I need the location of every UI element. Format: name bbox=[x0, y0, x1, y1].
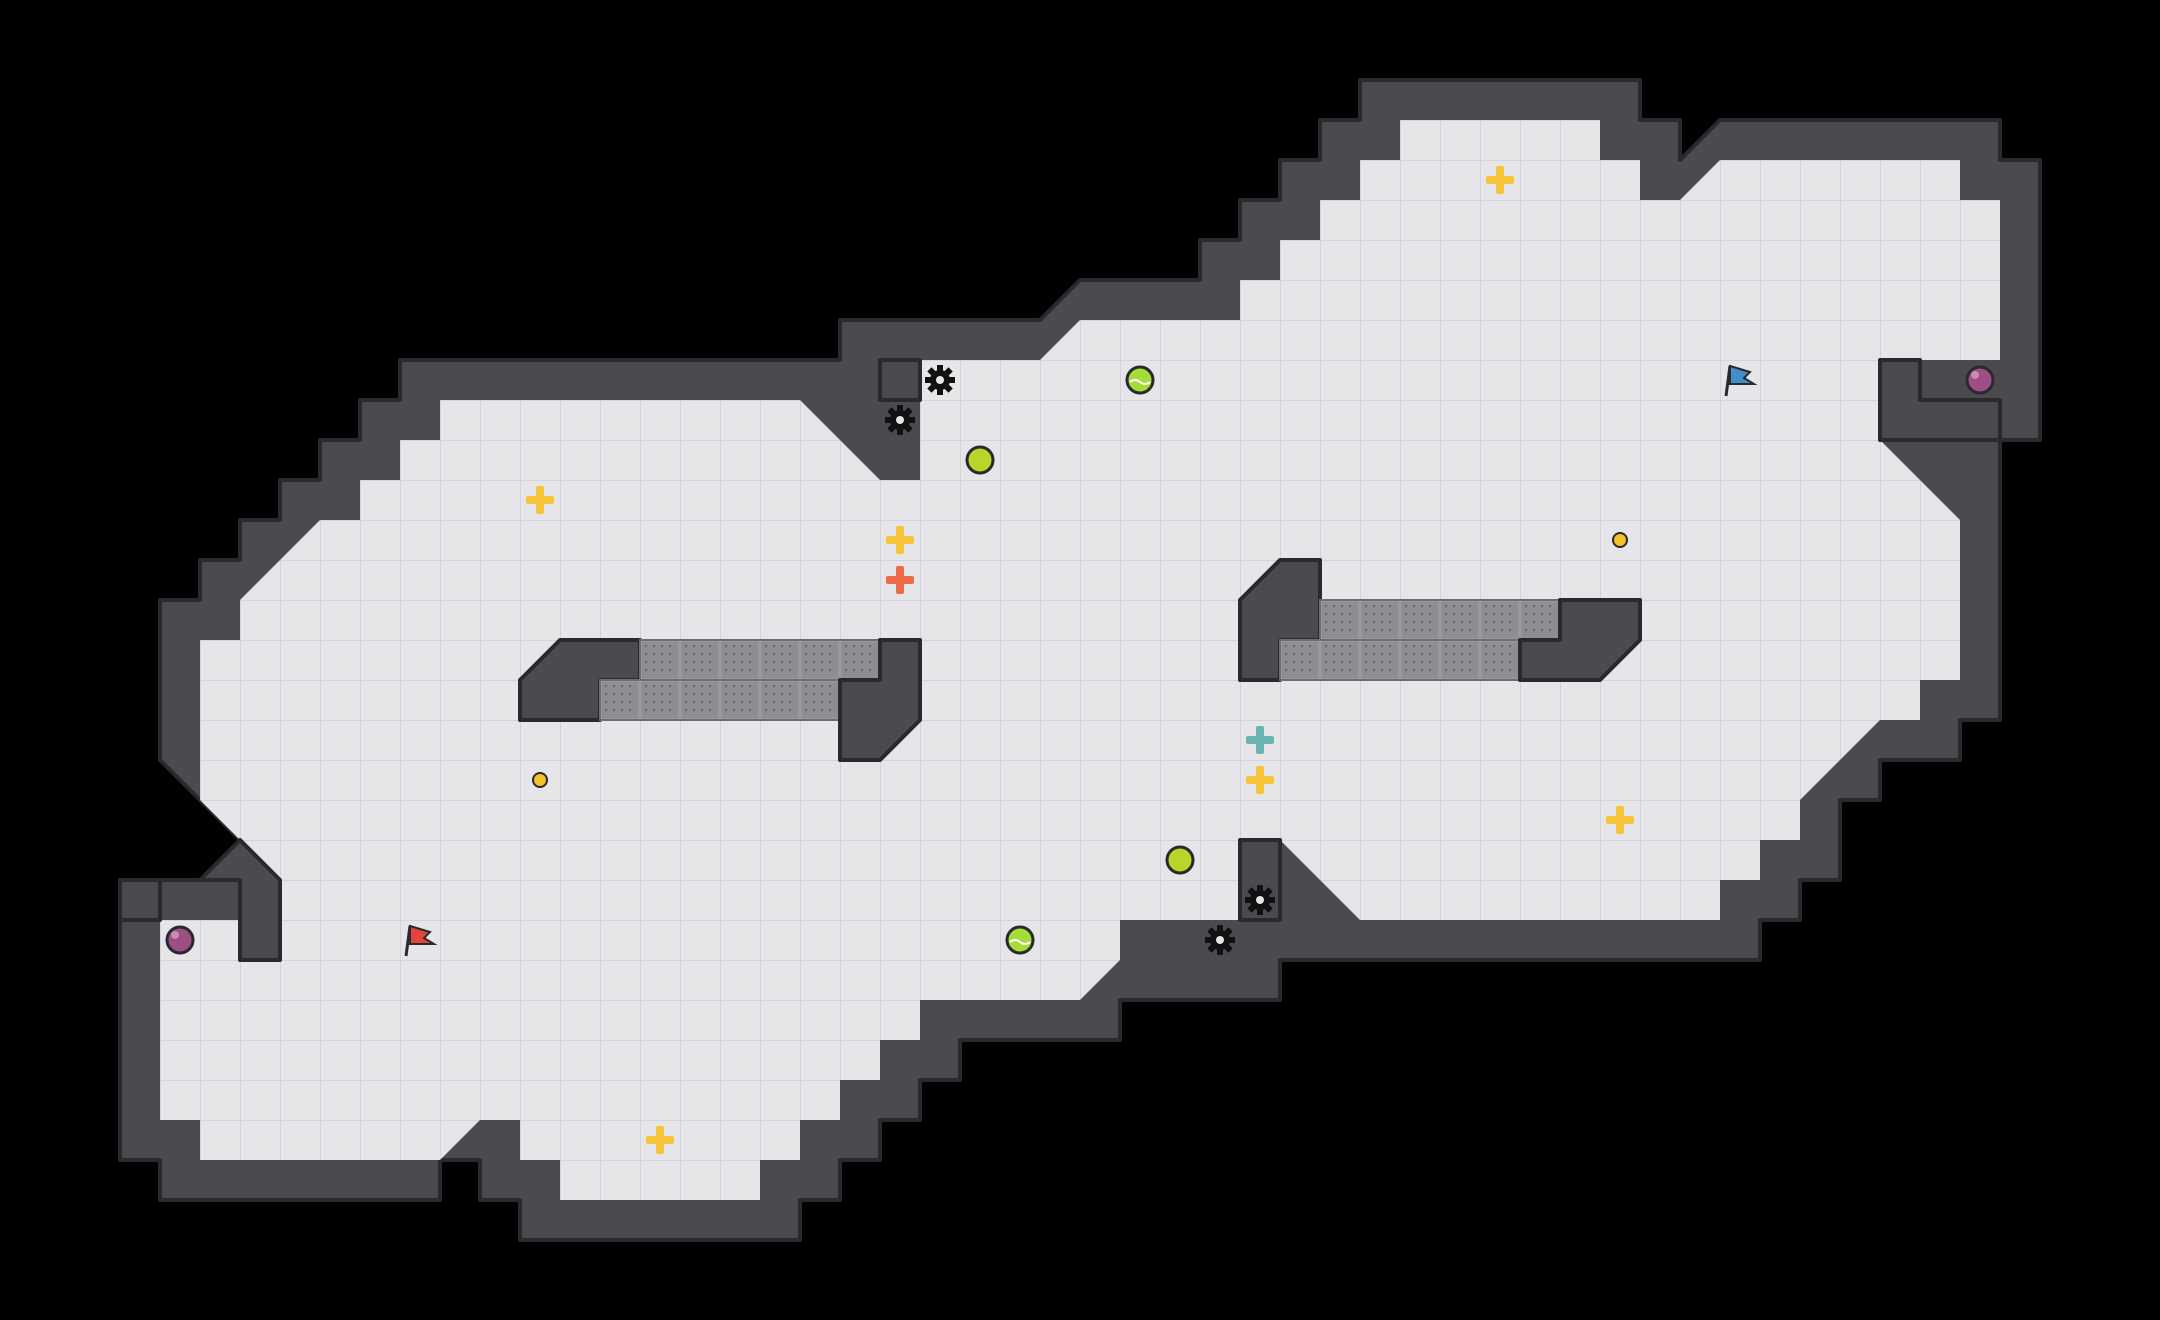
jukejuice-powerup bbox=[1005, 365, 1155, 955]
red-gate-marker bbox=[886, 566, 914, 594]
yellow-gate-marker bbox=[526, 166, 1634, 1154]
red-flag-icon bbox=[404, 924, 438, 957]
blue-flag-icon bbox=[1724, 364, 1758, 397]
small-pellet bbox=[532, 532, 1628, 788]
spike bbox=[925, 365, 955, 395]
spike bbox=[885, 405, 915, 435]
floor bbox=[160, 120, 2000, 1200]
blue-gate-marker bbox=[1246, 726, 1274, 754]
bomb-icon bbox=[165, 365, 1995, 955]
spike bbox=[1245, 885, 1275, 915]
wall-notch-top bbox=[878, 358, 922, 402]
wall-left-pocket bbox=[118, 838, 282, 962]
left-barrier bbox=[518, 638, 922, 762]
speed-boost bbox=[965, 445, 1195, 875]
spike bbox=[1205, 925, 1235, 955]
right-barrier bbox=[1238, 558, 1642, 682]
wall-right-pocket bbox=[1878, 358, 2002, 442]
